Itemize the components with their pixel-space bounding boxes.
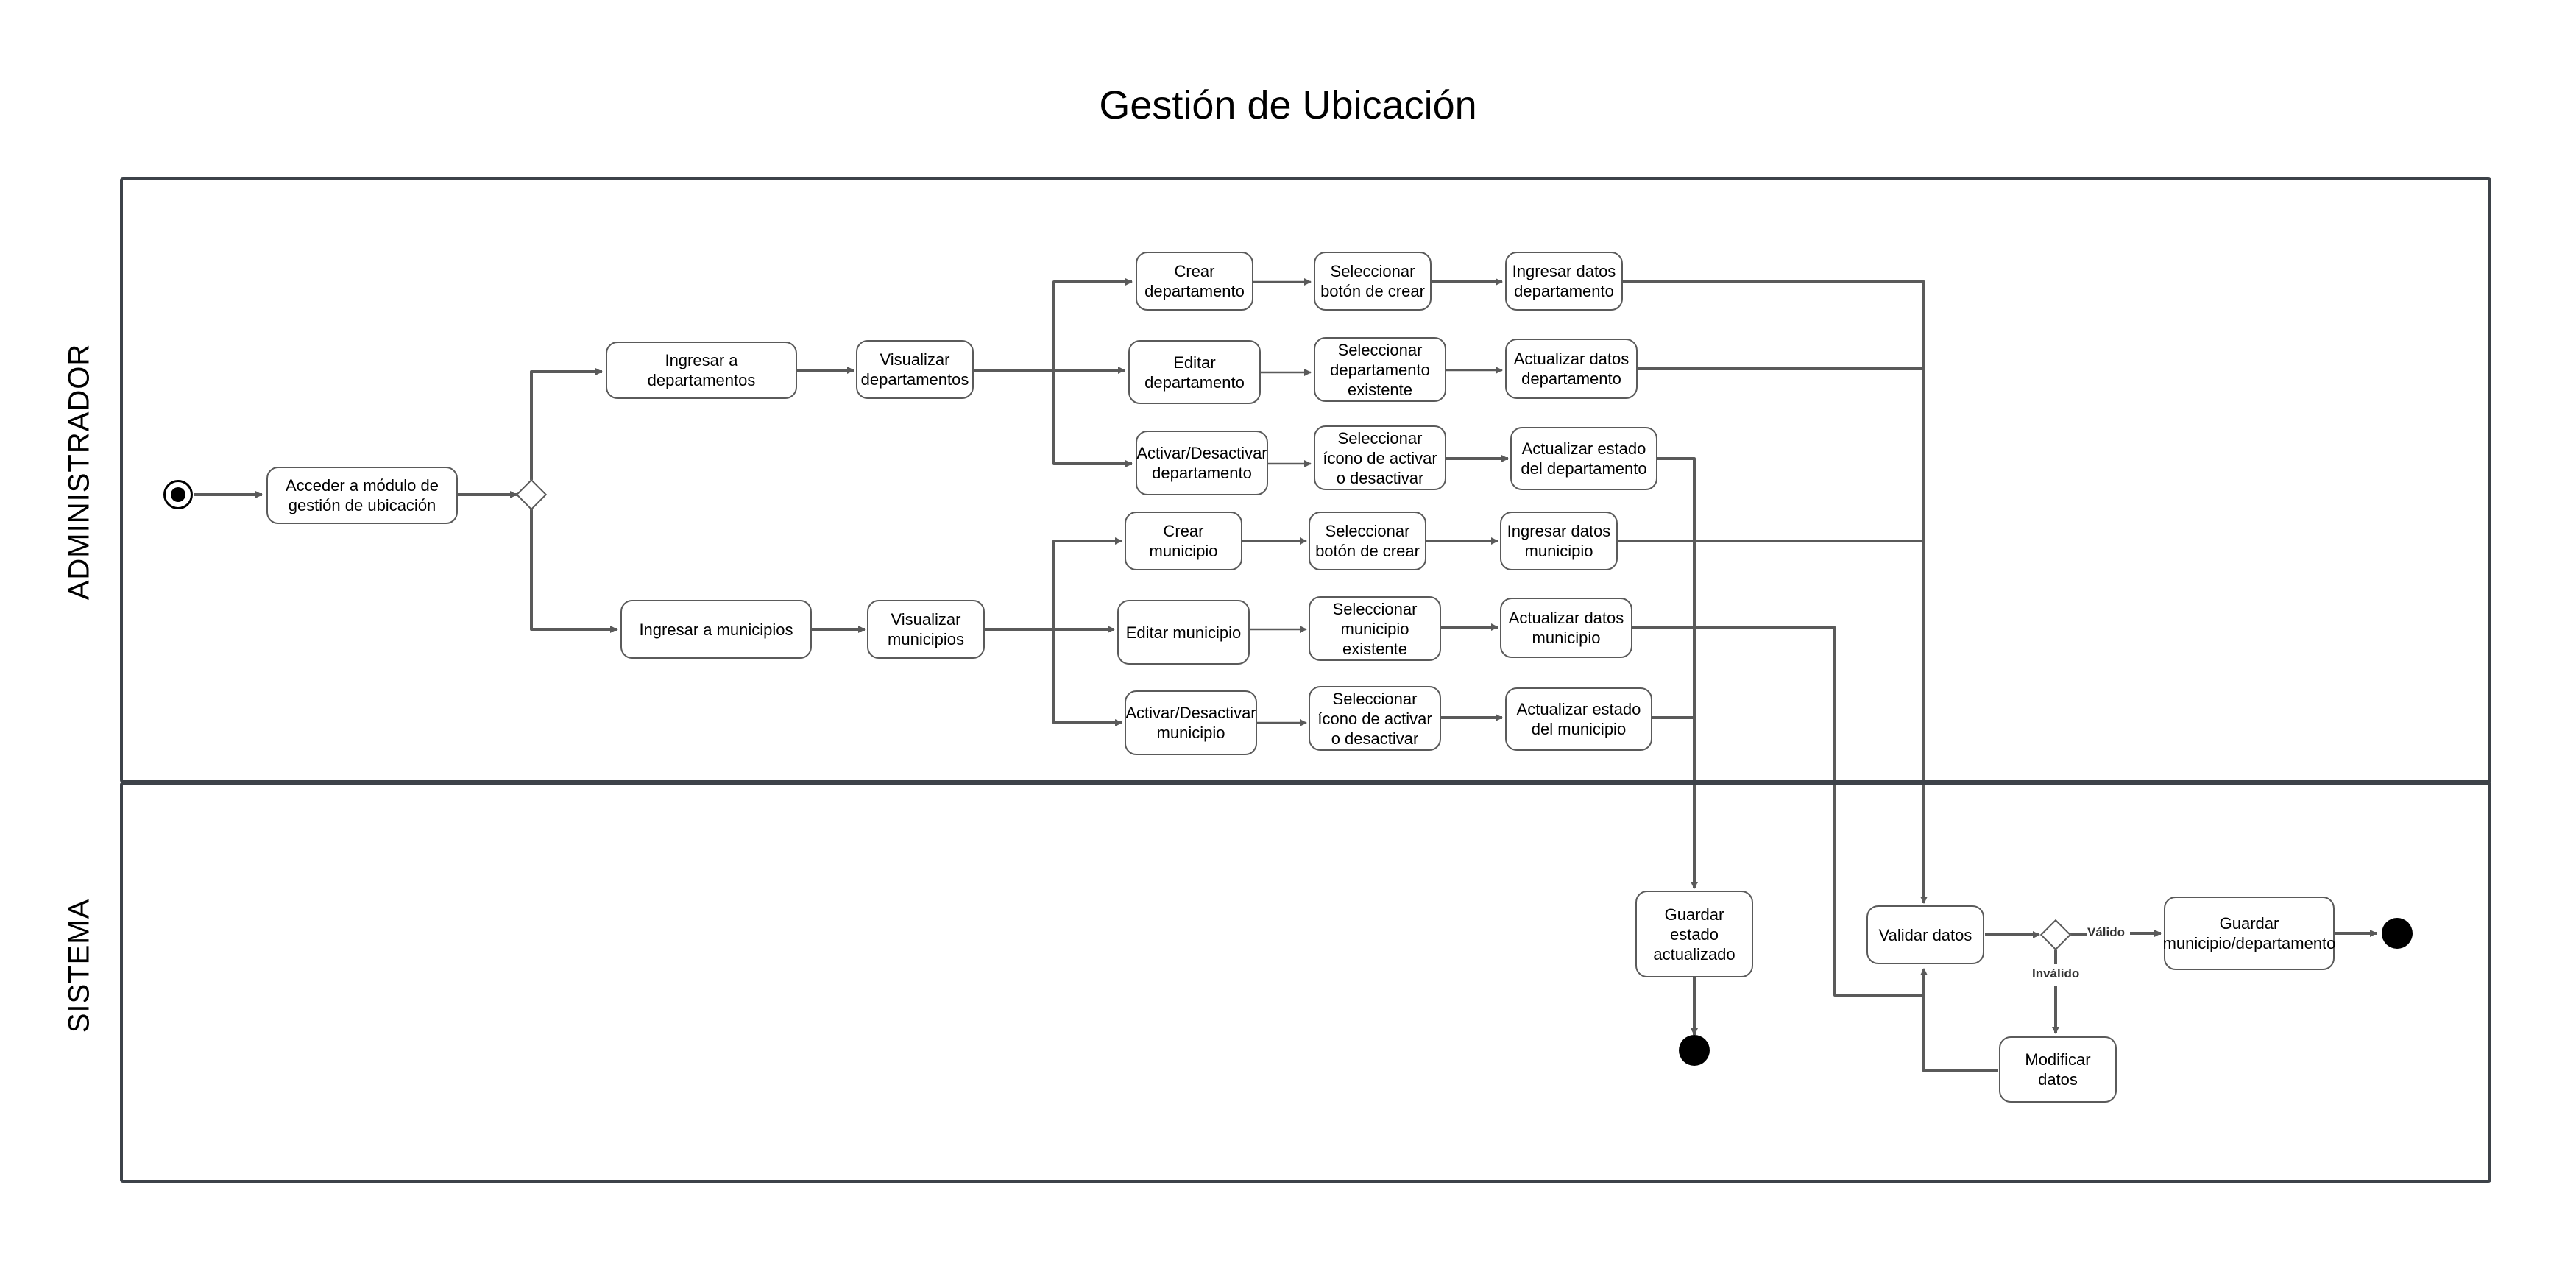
lane-label-administrador: ADMINISTRADOR xyxy=(63,343,96,601)
action-ingresar-datos-departamento[interactable]: Ingresar datos departamento xyxy=(1505,252,1623,311)
action-guardar-municipio-departamento[interactable]: Guardar municipio/departamento xyxy=(2163,897,2335,970)
action-seleccionar-icono-activar-dep[interactable]: Seleccionar ícono de activar o desactiva… xyxy=(1314,425,1446,490)
action-modificar-datos[interactable]: Modificar datos xyxy=(1999,1036,2117,1103)
edge-modificar-validar xyxy=(1920,968,1998,1072)
action-actualizar-datos-municipio[interactable]: Actualizar datos municipio xyxy=(1500,598,1632,658)
lane-sistema xyxy=(120,782,2491,1183)
lane-label-sistema: SISTEMA xyxy=(63,898,96,1033)
edge-decision-ingresar-mun xyxy=(530,509,618,633)
lane-administrador xyxy=(120,177,2491,783)
action-visualizar-municipios[interactable]: Visualizar municipios xyxy=(867,600,985,659)
edge-fork-mun-crear xyxy=(1052,537,1122,629)
action-acceder-modulo[interactable]: Acceder a módulo de gestión de ubicación xyxy=(266,467,458,524)
initial-node xyxy=(163,480,193,509)
guard-valido: Válido xyxy=(2087,925,2126,939)
action-activar-desactivar-departamento[interactable]: Activar/Desactivar departamento xyxy=(1136,431,1268,495)
action-visualizar-departamentos[interactable]: Visualizar departamentos xyxy=(856,340,974,399)
action-seleccionar-municipio-existente[interactable]: Seleccionar municipio existente xyxy=(1309,596,1441,661)
action-activar-desactivar-municipio[interactable]: Activar/Desactivar municipio xyxy=(1125,690,1257,755)
action-crear-municipio[interactable]: Crear municipio xyxy=(1125,512,1242,570)
edge-ingresar-dep-validar xyxy=(1622,280,1928,904)
edge-decision-ingresar-dep xyxy=(530,368,603,480)
action-crear-departamento[interactable]: Crear departamento xyxy=(1136,252,1253,311)
action-guardar-estado-actualizado[interactable]: Guardar estado actualizado xyxy=(1635,891,1753,977)
action-actualizar-datos-departamento[interactable]: Actualizar datos departamento xyxy=(1505,339,1638,399)
edge-fork-mun-activar xyxy=(1052,629,1122,726)
action-editar-municipio[interactable]: Editar municipio xyxy=(1117,600,1250,665)
edge-fork-dep-crear xyxy=(1052,278,1133,370)
action-seleccionar-boton-crear-mun[interactable]: Seleccionar botón de crear xyxy=(1309,512,1426,570)
action-validar-datos[interactable]: Validar datos xyxy=(1866,905,1984,964)
action-actualizar-estado-departamento[interactable]: Actualizar estado del departamento xyxy=(1510,427,1657,490)
final-node-guardar xyxy=(2382,918,2413,949)
action-ingresar-departamentos[interactable]: Ingresar a departamentos xyxy=(606,342,797,399)
action-ingresar-municipios[interactable]: Ingresar a municipios xyxy=(620,600,812,659)
edge-fork-dep-activar xyxy=(1052,370,1133,467)
action-actualizar-estado-municipio[interactable]: Actualizar estado del municipio xyxy=(1505,687,1652,751)
guard-invalido: Inválido xyxy=(2032,966,2080,980)
edge-actualizar-mun-validar xyxy=(1632,626,1924,997)
action-seleccionar-departamento-existente[interactable]: Seleccionar departamento existente xyxy=(1314,337,1446,402)
action-seleccionar-boton-crear-dep[interactable]: Seleccionar botón de crear xyxy=(1314,252,1432,311)
action-ingresar-datos-municipio[interactable]: Ingresar datos municipio xyxy=(1500,512,1618,570)
edge-estado-dep-guardar xyxy=(1657,457,1698,889)
action-seleccionar-icono-activar-mun[interactable]: Seleccionar ícono de activar o desactiva… xyxy=(1309,686,1441,751)
diagram-title: Gestión de Ubicación xyxy=(1099,83,1477,127)
final-node-estado xyxy=(1679,1035,1710,1066)
action-editar-departamento[interactable]: Editar departamento xyxy=(1128,340,1261,404)
